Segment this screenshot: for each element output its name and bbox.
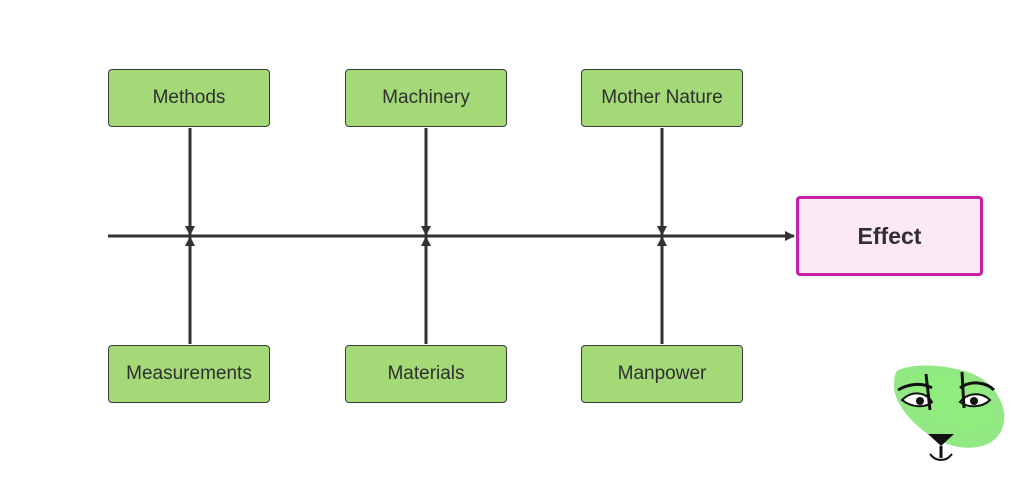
tiger-face-icon: [894, 365, 1005, 461]
cause-label: Manpower: [617, 363, 707, 384]
cause-manpower[interactable]: Manpower: [581, 345, 743, 403]
cause-measurements[interactable]: Measurements: [108, 345, 270, 403]
effect-label: Effect: [857, 222, 922, 249]
cause-materials[interactable]: Materials: [345, 345, 507, 403]
cause-mother-nature[interactable]: Mother Nature: [581, 69, 743, 127]
cause-label: Mother Nature: [601, 87, 723, 108]
cause-methods[interactable]: Methods: [108, 69, 270, 127]
effect-box[interactable]: Effect: [796, 196, 983, 276]
cause-label: Machinery: [382, 87, 470, 108]
cause-label: Methods: [152, 87, 226, 108]
cause-machinery[interactable]: Machinery: [345, 69, 507, 127]
cause-label: Measurements: [126, 363, 252, 384]
cause-label: Materials: [387, 363, 465, 384]
